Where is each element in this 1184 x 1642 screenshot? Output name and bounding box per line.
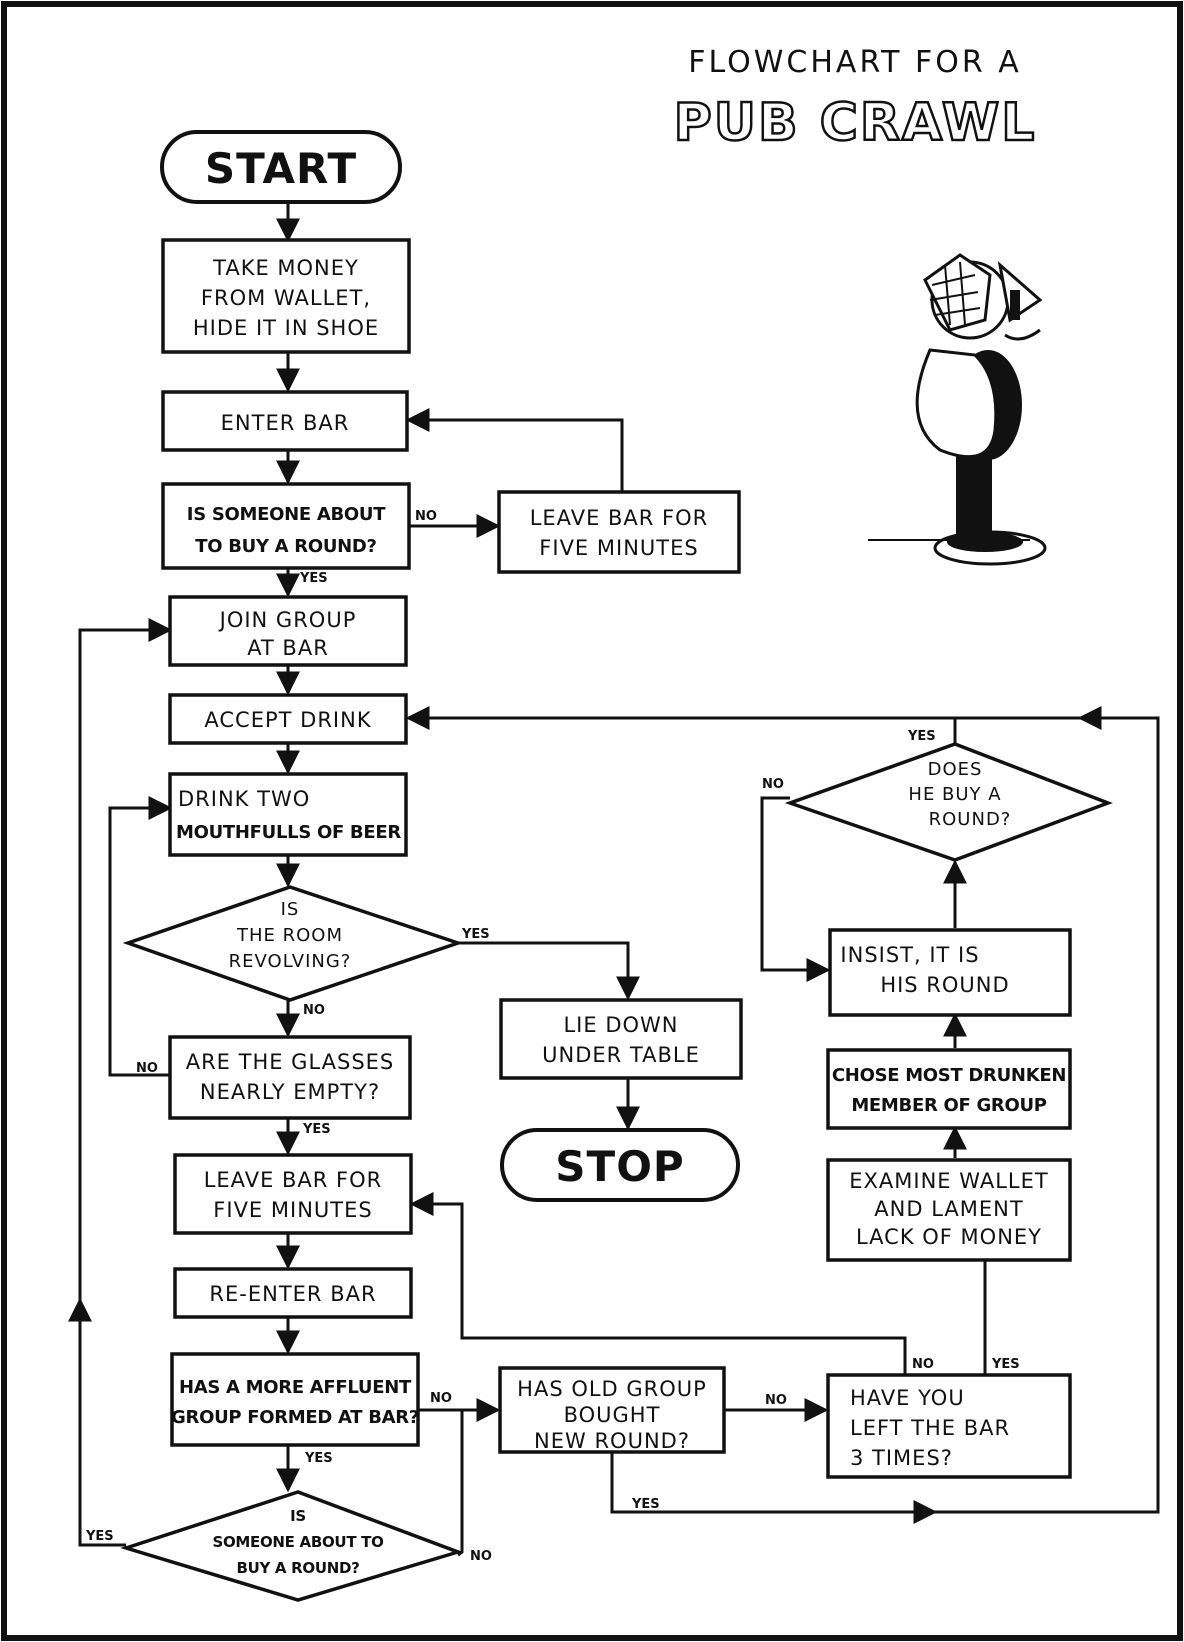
does-he-buy-line1: DOES	[928, 759, 983, 780]
node-re-enter: RE-ENTER BAR	[173, 1267, 413, 1319]
take-money-line2: FROM WALLET,	[201, 286, 371, 310]
room-revolving-line3: REVOLVING?	[229, 951, 352, 972]
label-yes-left3: YES	[991, 1357, 1020, 1372]
node-glasses-empty: ARE THE GLASSES NEARLY EMPTY?	[168, 1035, 412, 1120]
node-old-group: HAS OLD GROUP BOUGHT NEW ROUND?	[498, 1366, 726, 1454]
does-he-buy-line3: ROUND?	[929, 809, 1012, 830]
insist-round-line1: INSIST, IT IS	[840, 943, 979, 967]
node-take-money: TAKE MONEY FROM WALLET, HIDE IT IN SHOE	[161, 238, 411, 354]
node-join-group: JOIN GROUP AT BAR	[168, 595, 408, 667]
lie-down-line1: LIE DOWN	[563, 1013, 678, 1037]
left-3-times-line1: HAVE YOU	[850, 1386, 965, 1410]
node-insist-round: INSIST, IT IS HIS ROUND	[828, 928, 1072, 1017]
someone-buy-round-line2: TO BUY A ROUND?	[195, 536, 376, 557]
leave-bar-top-line2: FIVE MINUTES	[539, 536, 698, 560]
edge-labels: NO YES YES NO NO YES NO YES YES NO NO YE…	[85, 509, 1020, 1564]
leave-bar-mid-line1: LEAVE BAR FOR	[204, 1168, 383, 1192]
old-group-line2: BOUGHT	[564, 1403, 661, 1427]
room-revolving-line2: THE ROOM	[236, 925, 343, 946]
cartoon-drinker-illustration	[868, 253, 1047, 566]
start-label: START	[205, 144, 357, 193]
node-enter-bar: ENTER BAR	[161, 390, 409, 452]
label-no-doeshe: NO	[762, 777, 784, 792]
drink-two-line1: DRINK TWO	[178, 787, 310, 811]
label-no-left3: NO	[912, 1357, 934, 1372]
does-he-buy-line2: HE BUY A	[908, 784, 1001, 805]
stop-label: STOP	[555, 1142, 684, 1191]
old-group-line3: NEW ROUND?	[534, 1429, 690, 1453]
node-leave-bar-mid: LEAVE BAR FOR FIVE MINUTES	[173, 1153, 413, 1235]
affluent-group-line1: HAS A MORE AFFLUENT	[179, 1377, 412, 1398]
glasses-empty-line1: ARE THE GLASSES	[186, 1050, 395, 1074]
old-group-line1: HAS OLD GROUP	[517, 1377, 707, 1401]
node-examine-wallet: EXAMINE WALLET AND LAMENT LACK OF MONEY	[826, 1158, 1072, 1262]
left-3-times-line3: 3 TIMES?	[850, 1446, 953, 1470]
node-room-revolving: IS THE ROOM REVOLVING?	[122, 885, 464, 1002]
join-group-line2: AT BAR	[247, 636, 329, 660]
chose-drunken-line1: CHOSE MOST DRUNKEN	[832, 1065, 1066, 1086]
node-leave-bar-top: LEAVE BAR FOR FIVE MINUTES	[497, 490, 741, 574]
edges	[68, 202, 1160, 1557]
label-no-affluent: NO	[430, 1391, 452, 1406]
leave-bar-top-line1: LEAVE BAR FOR	[530, 506, 709, 530]
node-left-3-times: HAVE YOU LEFT THE BAR 3 TIMES?	[826, 1373, 1072, 1479]
label-yes-someone: YES	[299, 571, 328, 586]
insist-round-line2: HIS ROUND	[880, 973, 1009, 997]
node-lie-down: LIE DOWN UNDER TABLE	[499, 998, 743, 1080]
title-line2: PUB CRAWL	[674, 93, 1037, 153]
node-someone-buy-round-2: IS SOMEONE ABOUT TO BUY A ROUND?	[120, 1490, 464, 1602]
label-no-glasses: NO	[136, 1061, 158, 1076]
label-no-diamond2: NO	[470, 1549, 492, 1564]
examine-wallet-line1: EXAMINE WALLET	[849, 1169, 1048, 1193]
node-stop: STOP	[500, 1128, 740, 1202]
take-money-line1: TAKE MONEY	[212, 256, 359, 280]
lie-down-line2: UNDER TABLE	[542, 1043, 700, 1067]
someone-buy-round-line1: IS SOMEONE ABOUT	[187, 504, 386, 525]
leave-bar-mid-line2: FIVE MINUTES	[213, 1198, 372, 1222]
label-yes-glasses: YES	[302, 1122, 331, 1137]
title-line1: FLOWCHART FOR A	[688, 45, 1022, 80]
chose-drunken-line2: MEMBER OF GROUP	[851, 1095, 1046, 1116]
label-no-room: NO	[303, 1003, 325, 1018]
node-does-he-buy: DOES HE BUY A ROUND?	[784, 742, 1113, 862]
label-yes-room: YES	[461, 927, 490, 942]
someone-buy-round-2-line2: SOMEONE ABOUT TO	[212, 1533, 383, 1551]
enter-bar-label: ENTER BAR	[221, 411, 350, 435]
label-no-oldgroup: NO	[765, 1393, 787, 1408]
label-yes-oldgroup: YES	[631, 1497, 660, 1512]
label-yes-diamond2: YES	[85, 1529, 114, 1544]
accept-drink-label: ACCEPT DRINK	[204, 708, 371, 732]
node-affluent-group: HAS A MORE AFFLUENT GROUP FORMED AT BAR?	[170, 1352, 420, 1447]
node-accept-drink: ACCEPT DRINK	[168, 693, 408, 745]
join-group-line1: JOIN GROUP	[218, 608, 357, 632]
drink-two-line2: MOUTHFULLS OF BEER	[176, 822, 401, 843]
node-chose-drunken: CHOSE MOST DRUNKEN MEMBER OF GROUP	[826, 1048, 1072, 1130]
glasses-empty-line2: NEARLY EMPTY?	[200, 1080, 380, 1104]
label-yes-doeshe: YES	[907, 729, 936, 744]
take-money-line3: HIDE IT IN SHOE	[193, 316, 379, 340]
left-3-times-line2: LEFT THE BAR	[850, 1416, 1010, 1440]
someone-buy-round-2-line1: IS	[290, 1507, 306, 1525]
room-revolving-line1: IS	[281, 899, 300, 920]
someone-buy-round-2-line3: BUY A ROUND?	[236, 1559, 359, 1577]
examine-wallet-line3: LACK OF MONEY	[856, 1225, 1042, 1249]
label-no-someone: NO	[415, 509, 437, 524]
re-enter-label: RE-ENTER BAR	[209, 1282, 376, 1306]
node-someone-buy-round: IS SOMEONE ABOUT TO BUY A ROUND?	[161, 482, 411, 570]
node-start: START	[160, 130, 402, 204]
label-yes-affluent: YES	[304, 1451, 333, 1466]
affluent-group-line2: GROUP FORMED AT BAR?	[171, 1407, 419, 1428]
examine-wallet-line2: AND LAMENT	[874, 1197, 1023, 1221]
node-drink-two: DRINK TWO MOUTHFULLS OF BEER	[168, 772, 408, 857]
